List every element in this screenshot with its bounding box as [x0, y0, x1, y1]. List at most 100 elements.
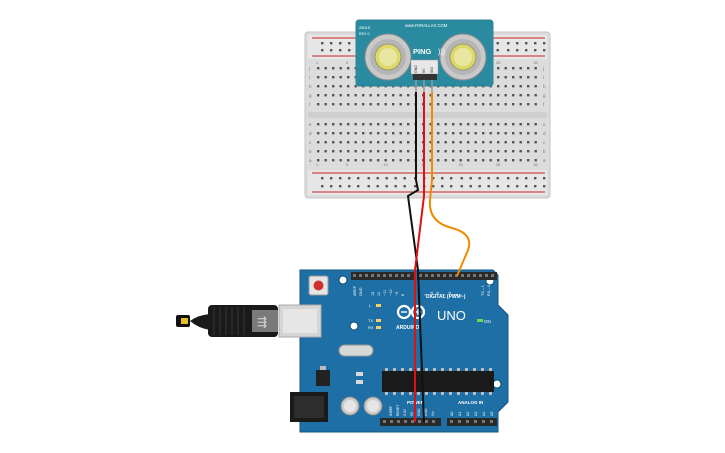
bb-hole[interactable]: [407, 103, 410, 106]
bb-hole[interactable]: [459, 159, 462, 162]
bb-hole[interactable]: [347, 67, 350, 70]
bb-hole[interactable]: [392, 123, 395, 126]
bb-hole[interactable]: [474, 94, 477, 97]
bb-hole[interactable]: [467, 141, 470, 144]
bb-hole[interactable]: [332, 150, 335, 153]
bb-hole[interactable]: [519, 132, 522, 135]
bb-hole[interactable]: [377, 141, 380, 144]
bb-hole[interactable]: [452, 132, 455, 135]
header-pin[interactable]: [467, 274, 470, 277]
bb-hole[interactable]: [384, 103, 387, 106]
bb-hole[interactable]: [324, 141, 327, 144]
bb-hole[interactable]: [519, 103, 522, 106]
bb-hole[interactable]: [497, 76, 500, 79]
bb-hole[interactable]: [504, 85, 507, 88]
bb-rail-hole[interactable]: [367, 185, 370, 188]
bb-hole[interactable]: [504, 159, 507, 162]
bb-hole[interactable]: [369, 123, 372, 126]
bb-hole[interactable]: [339, 85, 342, 88]
bb-hole[interactable]: [497, 94, 500, 97]
bb-hole[interactable]: [429, 132, 432, 135]
header-pin[interactable]: [383, 274, 386, 277]
bb-hole[interactable]: [399, 159, 402, 162]
bb-hole[interactable]: [317, 103, 320, 106]
bb-hole[interactable]: [317, 123, 320, 126]
bb-hole[interactable]: [482, 103, 485, 106]
bb-hole[interactable]: [399, 103, 402, 106]
bb-hole[interactable]: [489, 123, 492, 126]
bb-hole[interactable]: [512, 85, 515, 88]
bb-rail-hole[interactable]: [487, 185, 490, 188]
header-pin[interactable]: [425, 420, 428, 423]
bb-hole[interactable]: [452, 141, 455, 144]
barrel-jack[interactable]: [290, 392, 328, 422]
bb-hole[interactable]: [452, 150, 455, 153]
header-pin[interactable]: [437, 274, 440, 277]
bb-hole[interactable]: [324, 123, 327, 126]
header-pin[interactable]: [431, 274, 434, 277]
bb-hole[interactable]: [504, 103, 507, 106]
bb-rail-hole[interactable]: [516, 49, 519, 52]
bb-hole[interactable]: [527, 141, 530, 144]
bb-hole[interactable]: [429, 103, 432, 106]
bb-hole[interactable]: [512, 123, 515, 126]
bb-hole[interactable]: [497, 159, 500, 162]
bb-hole[interactable]: [377, 132, 380, 135]
bb-hole[interactable]: [512, 132, 515, 135]
header-pin[interactable]: [377, 274, 380, 277]
bb-hole[interactable]: [347, 94, 350, 97]
bb-hole[interactable]: [324, 103, 327, 106]
bb-hole[interactable]: [377, 103, 380, 106]
bb-hole[interactable]: [384, 159, 387, 162]
bb-rail-hole[interactable]: [534, 49, 537, 52]
bb-hole[interactable]: [504, 94, 507, 97]
header-pin[interactable]: [359, 274, 362, 277]
bb-hole[interactable]: [324, 150, 327, 153]
bb-hole[interactable]: [377, 94, 380, 97]
bb-hole[interactable]: [467, 123, 470, 126]
bb-rail-hole[interactable]: [496, 185, 499, 188]
bb-hole[interactable]: [437, 150, 440, 153]
bb-hole[interactable]: [354, 132, 357, 135]
bb-hole[interactable]: [384, 150, 387, 153]
header-pin[interactable]: [389, 274, 392, 277]
bb-hole[interactable]: [392, 150, 395, 153]
bb-hole[interactable]: [452, 159, 455, 162]
bb-rail-hole[interactable]: [367, 177, 370, 180]
bb-rail-hole[interactable]: [496, 49, 499, 52]
bb-rail-hole[interactable]: [460, 185, 463, 188]
header-pin[interactable]: [482, 420, 485, 423]
bb-rail-hole[interactable]: [469, 177, 472, 180]
bb-hole[interactable]: [534, 159, 537, 162]
bb-hole[interactable]: [467, 94, 470, 97]
bb-rail-hole[interactable]: [543, 185, 546, 188]
analog-header[interactable]: [447, 418, 497, 426]
bb-hole[interactable]: [317, 132, 320, 135]
bb-hole[interactable]: [399, 123, 402, 126]
header-pin[interactable]: [401, 274, 404, 277]
bb-rail-hole[interactable]: [441, 185, 444, 188]
bb-hole[interactable]: [347, 103, 350, 106]
bb-hole[interactable]: [369, 159, 372, 162]
digital-header[interactable]: [351, 272, 497, 280]
header-pin[interactable]: [425, 274, 428, 277]
bb-hole[interactable]: [534, 103, 537, 106]
bb-hole[interactable]: [467, 103, 470, 106]
bb-hole[interactable]: [354, 85, 357, 88]
bb-hole[interactable]: [392, 94, 395, 97]
header-pin[interactable]: [490, 420, 493, 423]
bb-hole[interactable]: [377, 150, 380, 153]
bb-hole[interactable]: [482, 94, 485, 97]
bb-hole[interactable]: [497, 150, 500, 153]
bb-rail-hole[interactable]: [330, 42, 333, 45]
bb-hole[interactable]: [362, 123, 365, 126]
bb-hole[interactable]: [504, 67, 507, 70]
bb-rail-hole[interactable]: [478, 177, 481, 180]
bb-rail-hole[interactable]: [543, 49, 546, 52]
bb-hole[interactable]: [339, 159, 342, 162]
bb-hole[interactable]: [444, 150, 447, 153]
bb-hole[interactable]: [527, 94, 530, 97]
bb-hole[interactable]: [482, 123, 485, 126]
bb-rail-hole[interactable]: [321, 177, 324, 180]
bb-hole[interactable]: [444, 159, 447, 162]
